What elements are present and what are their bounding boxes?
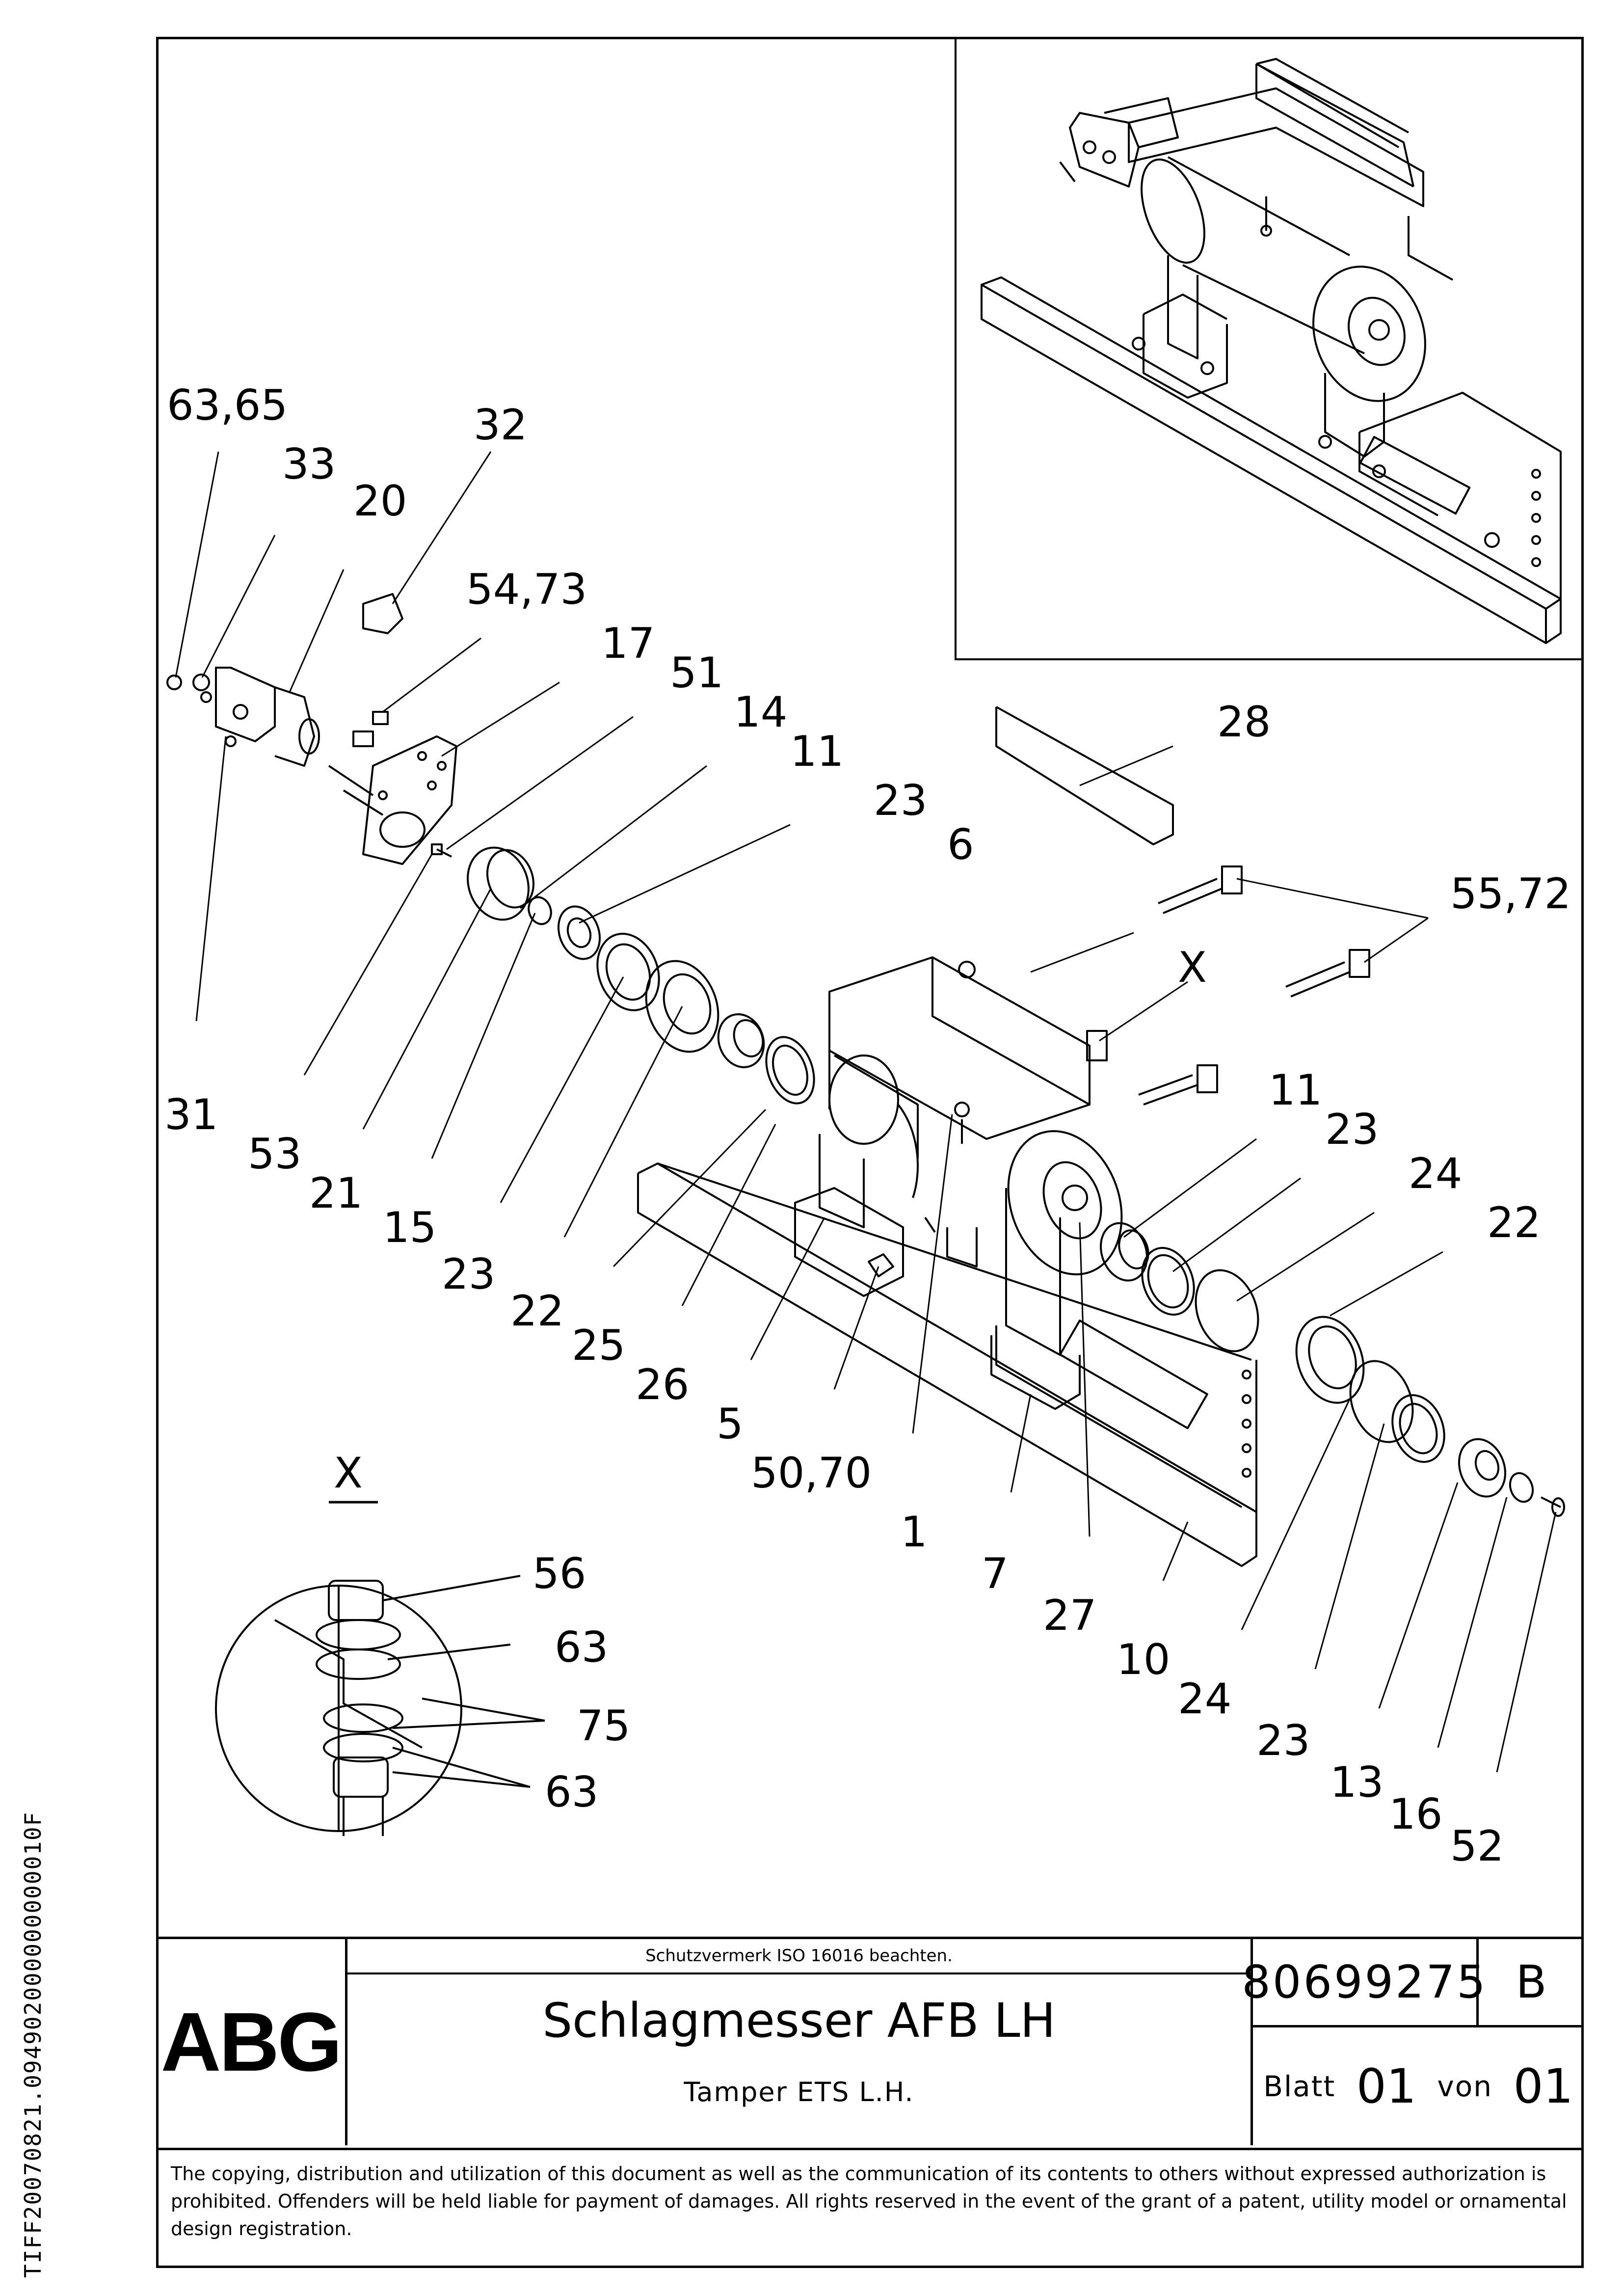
callout-52: 52 — [1450, 1822, 1504, 1871]
sheet-info: Blatt 01 von 01 — [1253, 2027, 1584, 2145]
callout-10: 10 — [1117, 1635, 1170, 1684]
sheet-total: 01 — [1513, 2059, 1573, 2114]
callout-27: 27 — [1043, 1591, 1096, 1640]
callout-16: 16 — [1389, 1790, 1442, 1839]
callout-x: X — [1178, 943, 1207, 992]
logo-text: ABG — [160, 1996, 343, 2089]
exploded-parts — [166, 593, 1565, 1567]
drawing-frame — [156, 37, 1584, 2268]
callout-24-lower: 24 — [1178, 1675, 1231, 1724]
document-number: 80699275 — [1242, 1939, 1486, 2027]
copyright-footer: The copying, distribution and utilizatio… — [156, 2148, 1584, 2268]
drawing-title: Schlagmesser AFB LH — [542, 1993, 1056, 2048]
detail-x-label: X — [334, 1449, 363, 1498]
abg-logo: ABG — [156, 1939, 347, 2145]
title-block: ABG Schutzvermerk ISO 16016 beachten. Sc… — [156, 1937, 1584, 2148]
callout-7: 7 — [982, 1549, 1009, 1598]
callout-51: 51 — [670, 648, 723, 698]
detail-callout-63-lower: 63 — [545, 1768, 598, 1817]
detail-callout-75: 75 — [577, 1702, 630, 1751]
callout-31: 31 — [164, 1090, 218, 1139]
callout-24-right: 24 — [1409, 1149, 1462, 1198]
callout-20: 20 — [353, 477, 407, 526]
callout-22-right: 22 — [1487, 1198, 1541, 1247]
callout-23-lower: 23 — [1256, 1716, 1310, 1765]
callout-33: 33 — [282, 440, 336, 489]
callout-25: 25 — [572, 1321, 625, 1370]
callout-11-upper: 11 — [790, 727, 844, 776]
callout-1: 1 — [901, 1508, 928, 1557]
callout-23-lower-left: 23 — [442, 1250, 495, 1299]
detail-callout-56: 56 — [532, 1549, 586, 1598]
sheet-label: Blatt — [1263, 2070, 1336, 2103]
of-label: von — [1437, 2070, 1492, 2103]
callout-5: 5 — [717, 1400, 744, 1449]
callout-15: 15 — [383, 1203, 436, 1252]
detail-x — [215, 1501, 545, 1836]
callout-14: 14 — [734, 688, 787, 737]
callout-54-73: 54,73 — [466, 565, 587, 614]
callout-13: 13 — [1330, 1758, 1384, 1807]
callout-23-upper: 23 — [874, 776, 927, 825]
callout-50-70: 50,70 — [751, 1449, 872, 1498]
callout-26: 26 — [636, 1360, 689, 1409]
sheet-number: 01 — [1356, 2059, 1416, 2114]
document-info: 80699275 B Blatt 01 von 01 — [1242, 1939, 1584, 2145]
drawing-subtitle: Tamper ETS L.H. — [684, 2077, 914, 2107]
protection-notice: Schutzvermerk ISO 16016 beachten. — [347, 1939, 1251, 1974]
callout-22-lower-left: 22 — [510, 1287, 564, 1336]
revision: B — [1479, 1939, 1584, 2027]
callout-6: 6 — [947, 820, 974, 869]
callout-32: 32 — [474, 401, 527, 450]
assembled-view — [981, 58, 1562, 644]
callout-55-72: 55,72 — [1450, 869, 1571, 918]
callout-28: 28 — [1217, 698, 1271, 747]
callout-17: 17 — [601, 619, 655, 668]
callout-53: 53 — [248, 1130, 301, 1179]
assembled-view-frame — [955, 38, 1583, 660]
callout-63-65: 63,65 — [167, 381, 288, 430]
detail-callout-63-upper: 63 — [555, 1623, 608, 1672]
callout-23-right: 23 — [1325, 1105, 1379, 1154]
callout-11-right: 11 — [1269, 1066, 1322, 1115]
leader-lines — [175, 451, 1557, 1773]
callout-21: 21 — [309, 1169, 363, 1218]
